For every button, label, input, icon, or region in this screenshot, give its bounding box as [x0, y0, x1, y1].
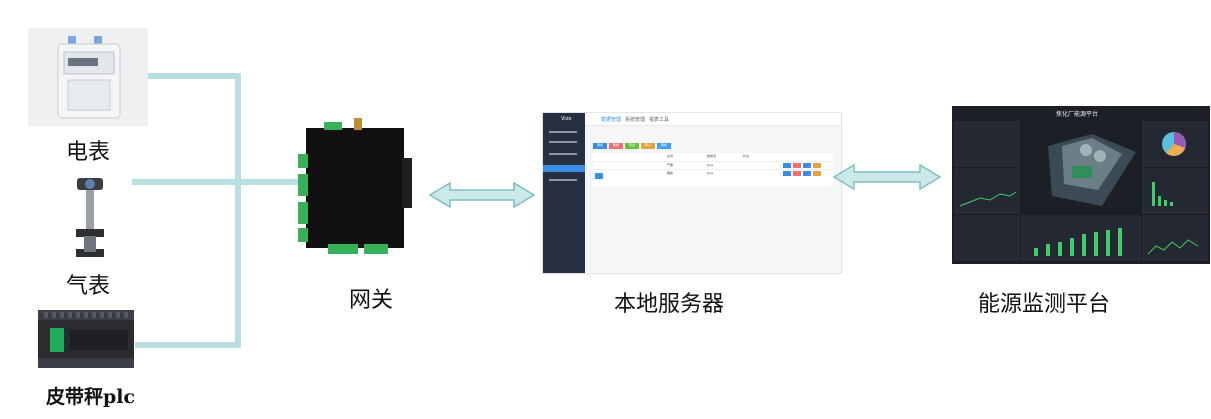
- server-sidebar-item: [549, 179, 577, 181]
- server-label: 本地服务器: [614, 292, 725, 317]
- server-pagination[interactable]: [595, 173, 603, 179]
- server-tab[interactable]: 系统管理: [625, 117, 646, 123]
- table-cell: true: [707, 171, 714, 175]
- row-action-button[interactable]: [793, 163, 801, 168]
- double-arrow-icon: [428, 181, 536, 209]
- platform-label: 能源监测平台: [978, 292, 1111, 317]
- server-sidebar-item: [549, 141, 577, 143]
- row-action-button[interactable]: [783, 163, 791, 168]
- row-action-button[interactable]: [813, 171, 821, 176]
- electric-meter-label: 电表: [66, 140, 111, 165]
- gateway-image: [294, 118, 416, 260]
- plc-image: [36, 306, 136, 372]
- row-action-button[interactable]: [793, 171, 801, 176]
- table-cell: true: [707, 163, 714, 167]
- dashboard-panels: [954, 121, 1208, 261]
- table-cell: 能耗: [667, 171, 674, 175]
- server-refresh-button[interactable]: 刷新: [657, 143, 671, 149]
- server-export-button[interactable]: 导出: [625, 143, 639, 149]
- server-tab[interactable]: 数据管理: [601, 117, 622, 123]
- electric-meter-image: [28, 28, 148, 126]
- server-topbar: 数据管理 系统管理 报表工具: [585, 113, 841, 126]
- server-delete-button[interactable]: 删除: [609, 143, 623, 149]
- server-table: 名称 数据源 状态 产量 true 能耗 true: [593, 153, 833, 187]
- table-row[interactable]: 能耗 true: [593, 169, 833, 178]
- dashboard-title: 焦化厂能源平台: [1056, 111, 1099, 118]
- row-action-button[interactable]: [803, 171, 811, 176]
- server-sidebar: Vizo: [543, 113, 585, 273]
- gas-meter-label: 气表: [66, 274, 111, 299]
- server-app-title: Vizo: [561, 116, 572, 122]
- row-action-button[interactable]: [813, 163, 821, 168]
- server-table-header: 数据源: [707, 154, 717, 158]
- server-table-header: 名称: [667, 154, 674, 158]
- row-action-button[interactable]: [803, 163, 811, 168]
- gas-meter-image: [50, 174, 130, 264]
- gateway-label: 网关: [349, 288, 394, 313]
- table-cell: 产量: [667, 163, 674, 167]
- table-row[interactable]: 产量 true: [593, 161, 833, 170]
- server-tab[interactable]: 报表工具: [649, 117, 670, 123]
- server-import-button[interactable]: 导入: [641, 143, 655, 149]
- dashboard-screenshot: 焦化厂能源平台: [952, 106, 1210, 264]
- server-screenshot: Vizo 数据管理 系统管理 报表工具 添加 删除 导出 导入 刷新 名称 数据…: [542, 112, 842, 274]
- row-action-button[interactable]: [783, 171, 791, 176]
- server-add-button[interactable]: 添加: [593, 143, 607, 149]
- server-table-header: 状态: [743, 154, 750, 158]
- double-arrow-icon: [832, 163, 942, 191]
- server-sidebar-active-item: [543, 165, 585, 172]
- server-sidebar-item: [549, 153, 577, 155]
- plc-label: 皮带秤plc: [46, 386, 136, 408]
- server-sidebar-item: [549, 131, 577, 133]
